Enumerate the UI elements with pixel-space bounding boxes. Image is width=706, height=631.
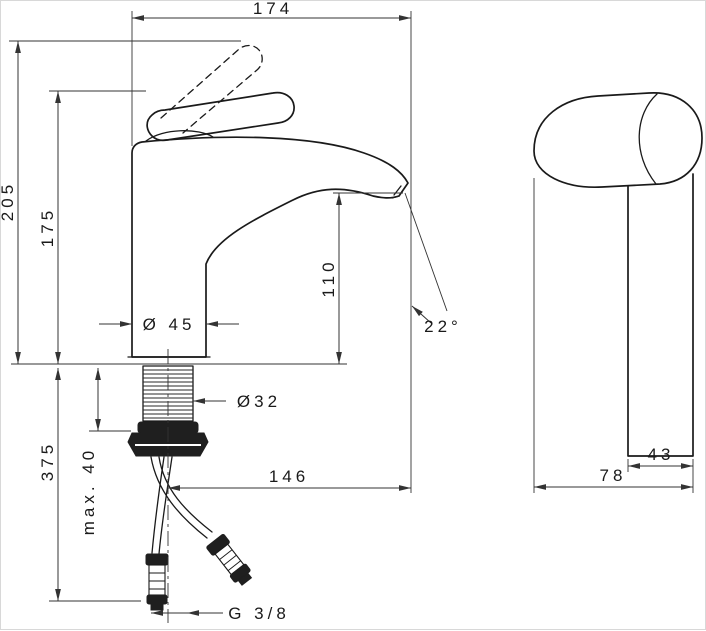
hose-left (151, 456, 173, 555)
dim-max-thickness: max. 40 (79, 368, 131, 535)
dim-hose-thread: G 3/8 (151, 604, 290, 623)
dim-shank-diameter: Ø32 (193, 392, 281, 411)
dim-label-side-body-width: 43 (648, 445, 675, 464)
spout-outlet-detail (391, 185, 402, 199)
dim-label-spout-reach: 146 (269, 467, 309, 486)
dim-label-body-diameter: Ø 45 (143, 315, 196, 334)
side-body-column (627, 173, 694, 457)
dim-spout-height: 110 (319, 192, 403, 364)
front-dimensions: 174 205 175 110 Ø 45 Ø32 (1, 1, 462, 623)
side-profile-outline (533, 92, 703, 188)
dim-label-width-top: 174 (253, 1, 293, 18)
dim-label-spout-angle: 22° (424, 317, 462, 336)
side-view (533, 92, 703, 457)
lever-handle-raised-dashed (160, 44, 263, 134)
supply-hoses (145, 456, 253, 611)
hose-connector-left (145, 553, 169, 611)
hose-connector-right (206, 534, 253, 586)
dim-label-shank-diameter: Ø32 (237, 392, 281, 411)
dim-width-top: 174 (131, 1, 412, 493)
dim-height-total: 205 (1, 40, 241, 364)
dim-below-counter: 375 (38, 368, 141, 602)
dim-label-spout-height: 110 (319, 258, 338, 297)
lever-dome (145, 130, 214, 142)
dim-label-hose-thread: G 3/8 (228, 604, 290, 623)
dim-side-body-width: 43 (627, 445, 694, 493)
faucet-body-outline (131, 136, 409, 358)
hose-right (150, 456, 213, 539)
dim-body-diameter: Ø 45 (99, 315, 239, 334)
lever-handle (146, 91, 295, 142)
side-dimensions: 43 78 (533, 178, 694, 493)
side-handle-joint-line (638, 93, 658, 185)
dim-label-height-handle: 175 (38, 207, 57, 247)
dim-label-height-total: 205 (1, 181, 17, 221)
dim-label-max-thickness: max. 40 (79, 447, 98, 535)
dim-spout-reach: 146 (168, 467, 411, 491)
dim-height-handle: 175 (38, 90, 146, 364)
front-view (11, 44, 409, 623)
dim-spout-angle: 22° (404, 192, 462, 336)
dim-side-depth: 78 (533, 178, 693, 493)
dim-label-below-counter: 375 (38, 441, 57, 481)
dim-label-side-depth: 78 (600, 466, 627, 485)
